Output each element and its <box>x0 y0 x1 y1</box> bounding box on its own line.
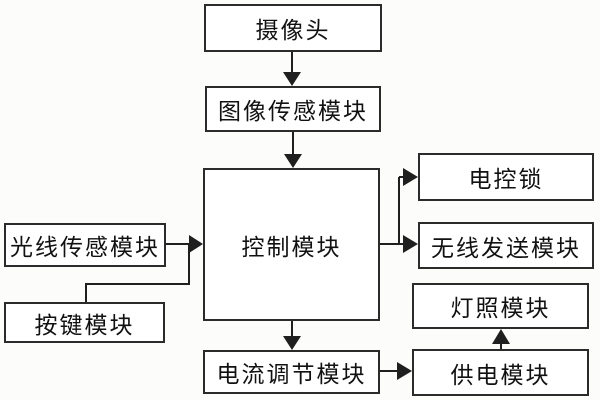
node-control-label: 控制模块 <box>241 234 342 261</box>
node-electric-lock: 电控锁 <box>418 153 594 201</box>
arrow-current-to-power <box>380 362 412 380</box>
arrow-control-to-current <box>283 321 301 350</box>
arrow-power-to-lighting <box>492 329 510 349</box>
node-key: 按键模块 <box>4 302 165 343</box>
arrow-camera-to-image-sensor <box>283 52 301 86</box>
node-current-regulator: 电流调节模块 <box>203 350 380 394</box>
wire-key-to-control-junction <box>85 244 190 302</box>
node-wireless-transmit-label: 无线发送模块 <box>431 235 581 262</box>
node-lighting-label: 灯照模块 <box>450 296 551 322</box>
node-key-label: 按键模块 <box>34 312 135 339</box>
node-image-sensor: 图像传感模块 <box>205 86 381 132</box>
node-electric-lock-label: 电控锁 <box>468 167 544 193</box>
node-power-supply-label: 供电模块 <box>450 362 551 389</box>
node-image-sensor-label: 图像传感模块 <box>218 99 368 125</box>
arrow-control-to-wireless <box>380 235 418 253</box>
node-light-sensor-label: 光线传感模块 <box>10 235 160 261</box>
arrow-image-sensor-to-control <box>284 132 302 168</box>
node-current-regulator-label: 电流调节模块 <box>216 362 367 388</box>
node-lighting: 灯照模块 <box>412 283 589 329</box>
arrow-control-to-lock <box>398 168 418 245</box>
node-control: 控制模块 <box>203 168 380 321</box>
node-camera: 摄像头 <box>204 4 382 52</box>
node-wireless-transmit: 无线发送模块 <box>418 222 594 269</box>
node-light-sensor: 光线传感模块 <box>4 223 166 267</box>
node-power-supply: 供电模块 <box>412 349 589 396</box>
node-camera-label: 摄像头 <box>255 18 331 44</box>
arrow-light-sensor-to-control <box>166 235 203 253</box>
